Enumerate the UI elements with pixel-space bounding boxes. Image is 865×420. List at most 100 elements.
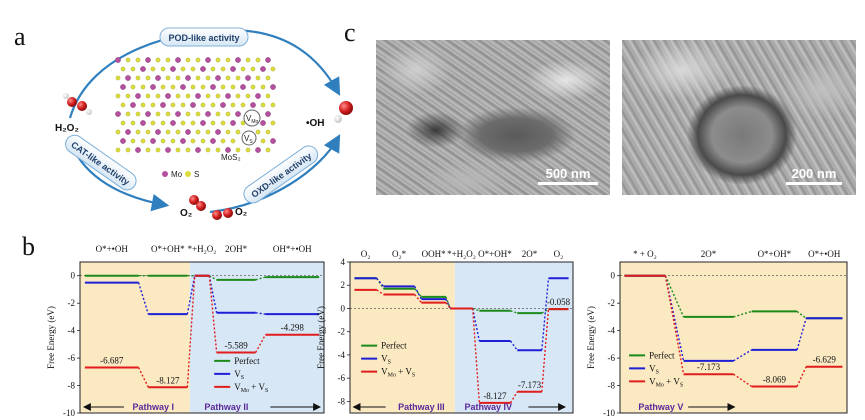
energy-annotation: -7.173 xyxy=(518,380,542,390)
s-atom xyxy=(255,75,261,81)
mo-atom xyxy=(170,120,176,126)
s-atom xyxy=(220,120,226,126)
mo-atom xyxy=(125,75,131,81)
s-atom xyxy=(175,147,181,153)
energy-annotation: -8.127 xyxy=(483,391,507,401)
legend-entry: VMo​ + VS​ xyxy=(234,382,268,394)
y-tick-label: 4 xyxy=(341,257,346,267)
legend-text-part: S xyxy=(265,388,268,394)
vs-vacancy-marker xyxy=(241,130,257,146)
s-atom xyxy=(245,93,251,99)
mo-atom xyxy=(205,111,211,117)
step-label: OH*+•OH xyxy=(273,244,312,254)
s-atom xyxy=(215,93,221,99)
h2o2-molecule-icon xyxy=(63,93,92,115)
s-atom xyxy=(245,147,251,153)
mo-atom xyxy=(175,111,181,117)
legend-text-part: Mo xyxy=(388,373,396,379)
s-atom xyxy=(185,111,191,117)
legend-text-part: Perfect xyxy=(381,341,407,351)
mo-atom xyxy=(180,138,186,144)
s-atom xyxy=(190,120,196,126)
connector-line xyxy=(376,289,384,296)
step-label: O₂ xyxy=(361,249,371,259)
mo-atom xyxy=(220,102,226,108)
scale-label-right: 200 nm xyxy=(791,166,837,181)
s-atom xyxy=(160,66,166,72)
s-atom xyxy=(195,57,201,63)
s-legend-label: S xyxy=(194,170,199,179)
vmo-vacancy-marker xyxy=(243,109,261,127)
mo-atom xyxy=(265,57,271,63)
s-atom xyxy=(180,102,186,108)
s-atom xyxy=(150,66,156,72)
s-atom xyxy=(235,129,241,135)
panel-letter-c: c xyxy=(344,18,356,47)
mo-atom xyxy=(240,84,246,90)
s-atom xyxy=(260,138,266,144)
s-atom xyxy=(190,138,196,144)
s-atom xyxy=(165,111,171,117)
y-axis-label: Free Energy (eV) xyxy=(46,306,56,369)
s-atom xyxy=(250,66,256,72)
mo-atom xyxy=(115,57,121,63)
step-label: O*+•OH xyxy=(96,244,129,254)
step-label: * + O₂ xyxy=(633,249,657,259)
legend-text-part: V xyxy=(234,369,241,379)
mo-atom xyxy=(180,84,186,90)
o2-label-bottom: O₂ xyxy=(235,207,247,218)
s-atom xyxy=(230,84,236,90)
s-atom xyxy=(130,120,136,126)
mo-atom xyxy=(235,57,241,63)
s-atom xyxy=(215,57,221,63)
s-atom xyxy=(210,66,216,72)
s-atom xyxy=(125,147,131,153)
s-atom xyxy=(150,102,156,108)
connector-line xyxy=(414,286,422,300)
s-atom xyxy=(175,75,181,81)
energy-annotation: -0.058 xyxy=(547,297,571,307)
step-label: O*+OH* xyxy=(478,249,512,259)
legend-text-part: S xyxy=(412,373,415,379)
s-atom xyxy=(180,120,186,126)
s-atom xyxy=(205,75,211,81)
mos2-lattice xyxy=(115,57,276,153)
pathway-label: Pathway II xyxy=(204,402,248,412)
s-atom xyxy=(265,75,271,81)
mo-atom xyxy=(140,120,146,126)
mo-atom xyxy=(255,93,261,99)
mo-atom xyxy=(205,57,211,63)
legend-text-part: V xyxy=(234,382,241,392)
mo-atom xyxy=(210,138,216,144)
s-atom xyxy=(205,93,211,99)
legend-text-part: Mo xyxy=(656,382,664,388)
s-atom xyxy=(155,93,161,99)
s-atom xyxy=(185,57,191,63)
connector-line xyxy=(376,277,384,287)
mo-atom xyxy=(195,147,201,153)
y-tick-label: 0 xyxy=(341,303,346,313)
s-atom xyxy=(190,66,196,72)
s-atom xyxy=(120,120,126,126)
s-atom xyxy=(220,84,226,90)
energy-annotation: -6.687 xyxy=(100,356,124,366)
sem-image-right: 200 nm xyxy=(622,40,856,195)
legend-text-part: Mo xyxy=(241,388,249,394)
s-atom xyxy=(180,66,186,72)
s-atom xyxy=(155,57,161,63)
s-atom xyxy=(225,75,231,81)
legend-text-part: S xyxy=(388,360,391,366)
mo-atom xyxy=(270,84,276,90)
step-label: 2O* xyxy=(701,249,717,259)
y-tick-label: -2 xyxy=(338,327,346,337)
connector-line xyxy=(664,275,685,361)
s-atom xyxy=(120,66,126,72)
o2-molecule-left-icon xyxy=(189,195,206,211)
pathway-region xyxy=(454,262,573,413)
oxd-activity-pill: OXD-like activity xyxy=(243,145,319,204)
mo-atom xyxy=(185,129,191,135)
mo-atom xyxy=(265,111,271,117)
oh-radical-icon xyxy=(334,101,353,123)
s-atom xyxy=(195,111,201,117)
